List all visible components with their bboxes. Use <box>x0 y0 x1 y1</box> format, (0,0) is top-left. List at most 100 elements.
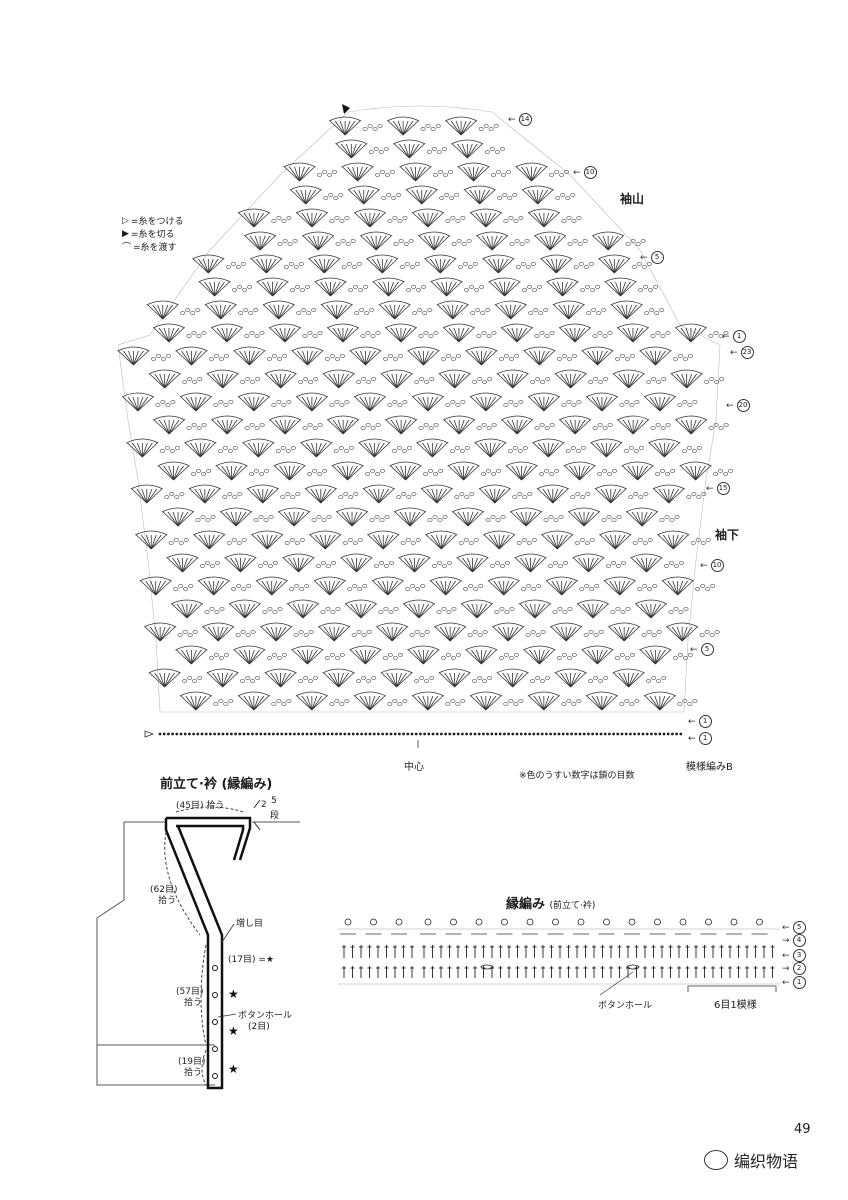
sleeve-underarm-label: 袖下 <box>715 528 740 542</box>
fan-stitch <box>499 281 505 297</box>
fan-arc <box>554 369 587 375</box>
fan-stitch <box>365 350 371 366</box>
fan-stitch <box>604 534 616 550</box>
fan-stitch <box>597 649 603 665</box>
fan-stitch <box>279 327 286 343</box>
chain-stitch <box>503 403 509 407</box>
fan-stitch <box>528 396 545 412</box>
chain-stitch <box>347 538 353 542</box>
chain-stitch <box>445 219 451 223</box>
fan-stitch <box>493 534 500 550</box>
chain-stitch <box>588 679 594 683</box>
chain-stitch <box>614 656 620 660</box>
fan-arc <box>621 461 654 467</box>
chain-stitch <box>518 400 524 404</box>
fan-stitch <box>516 327 533 343</box>
fan-stitch <box>333 626 345 642</box>
fan-stitch <box>330 281 336 297</box>
fan-stitch <box>306 695 313 711</box>
fan-stitch <box>505 304 512 320</box>
chain-stitch <box>566 357 572 361</box>
foundation-chain <box>330 732 334 736</box>
fan-stitch <box>396 373 412 389</box>
fan-stitch <box>676 373 688 389</box>
fan-stitch <box>534 350 540 366</box>
chain-stitch <box>457 265 463 269</box>
fan-stitch <box>195 695 207 711</box>
fan-stitch <box>457 511 469 527</box>
fan-stitch <box>360 235 377 251</box>
fan-stitch <box>190 695 197 711</box>
chain-stitch <box>723 331 729 335</box>
fan-arc <box>463 185 496 191</box>
chain-stitch <box>540 380 546 384</box>
chain-stitch <box>571 702 577 706</box>
fan-stitch <box>474 189 481 205</box>
chain-stitch <box>530 630 536 634</box>
fan-stitch <box>324 580 331 596</box>
fan-stitch <box>479 488 496 504</box>
fan-arc <box>460 599 494 605</box>
fan-stitch <box>333 672 339 688</box>
chain-stitch <box>231 538 237 542</box>
fan-stitch <box>539 350 555 366</box>
fan-arc <box>206 668 239 674</box>
chain-stitch <box>544 469 550 473</box>
chain-stitch <box>433 173 439 177</box>
chain-stitch <box>185 308 191 312</box>
chain-stitch <box>317 331 323 335</box>
chain-stitch <box>357 587 363 591</box>
fan-stitch <box>685 465 696 481</box>
fan-stitch <box>375 235 392 251</box>
fan-stitch <box>427 396 444 412</box>
fan-stitch <box>614 580 621 596</box>
fan-stitch <box>615 281 621 297</box>
fan-stitch <box>601 396 608 412</box>
fan-stitch <box>543 212 555 228</box>
fan-stitch <box>552 281 563 297</box>
foundation-chain <box>448 732 452 736</box>
fan-arc <box>322 668 355 674</box>
edging-title: 縁編み (前立て·衿) <box>506 897 596 912</box>
fan-arc <box>554 668 587 674</box>
fan-stitch <box>626 304 638 320</box>
fan-stitch <box>350 649 366 665</box>
fan-stitch <box>260 258 267 274</box>
chain-stitch <box>209 564 215 568</box>
fan-stitch <box>663 442 670 458</box>
fan-stitch <box>256 534 268 550</box>
fan-stitch <box>278 304 285 320</box>
chain-stitch <box>183 587 189 591</box>
fan-stitch <box>484 442 491 458</box>
chain-stitch <box>668 561 674 565</box>
chain-stitch <box>271 403 277 407</box>
fan-stitch <box>200 442 211 458</box>
buttonhole-label: ボタンホール <box>238 1011 293 1021</box>
chain-stitch <box>579 587 585 591</box>
fan-stitch <box>284 327 291 343</box>
foundation-chain <box>440 732 443 736</box>
chain-stitch <box>298 679 304 683</box>
fan-stitch <box>222 373 234 389</box>
fan-stitch <box>524 603 536 619</box>
chain-stitch <box>370 469 376 473</box>
fan-arc <box>541 530 574 536</box>
fan-stitch <box>135 534 152 550</box>
chain-stitch <box>371 676 377 680</box>
fan-stitch <box>597 350 608 366</box>
fan-stitch <box>142 442 153 458</box>
chain-stitch <box>348 288 354 292</box>
chain-stitch <box>474 288 480 292</box>
fan-arc <box>344 599 378 605</box>
fan-arc <box>616 415 650 421</box>
chain-stitch <box>612 469 618 473</box>
fan-stitch <box>369 212 386 228</box>
chain-stitch <box>655 472 661 476</box>
chain-stitch <box>561 219 567 223</box>
chain-stitch <box>391 449 397 453</box>
chain-stitch <box>315 564 321 568</box>
chain-stitch <box>276 357 282 361</box>
chain-stitch <box>455 702 461 706</box>
chain-stitch <box>428 426 434 430</box>
fan-stitch <box>423 350 434 366</box>
